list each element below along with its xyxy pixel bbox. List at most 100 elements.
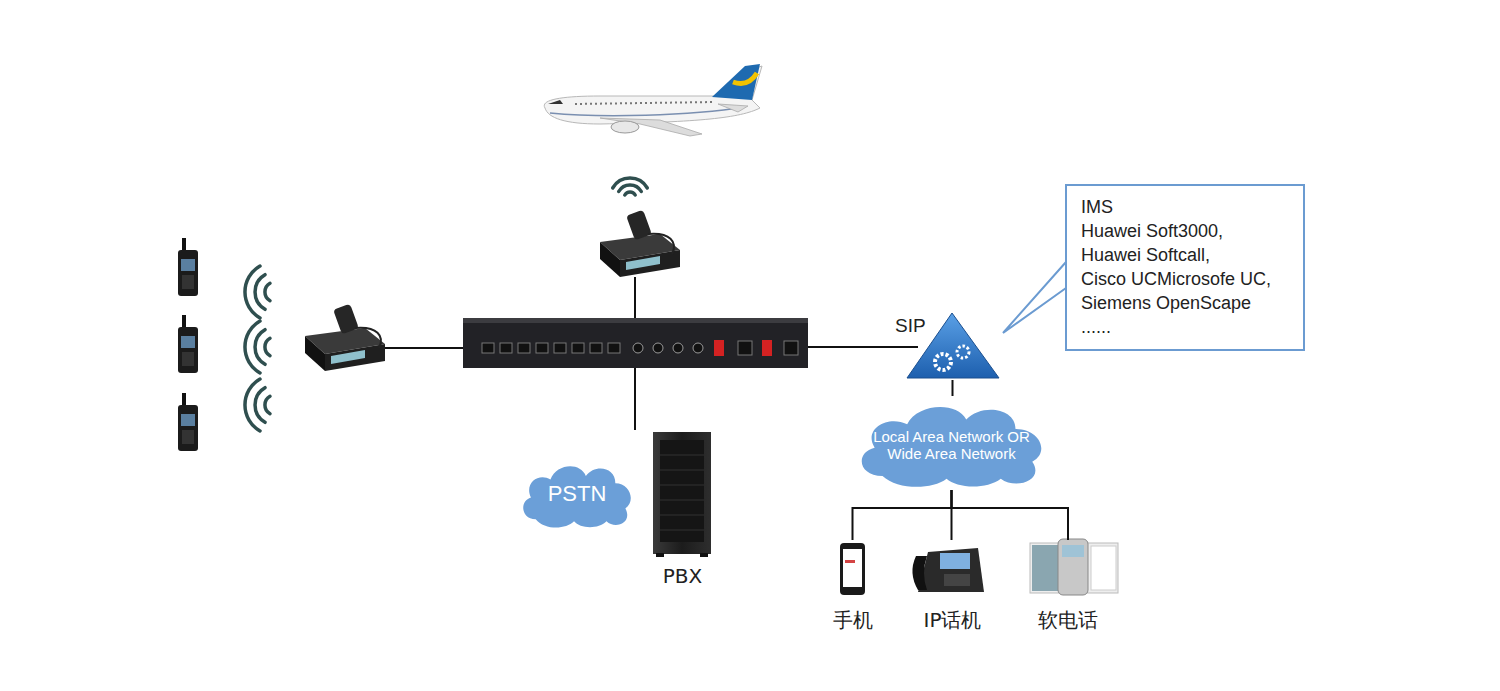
node-label: Huawei Soft3000,	[1081, 219, 1289, 243]
node-label: IP话机	[924, 608, 982, 632]
radio-waves	[619, 185, 642, 192]
radio-waves	[245, 321, 260, 373]
voice-gateway	[554, 343, 566, 353]
walkie-talkie	[178, 327, 198, 373]
pbx-node: PBX	[645, 430, 720, 588]
mobile-radio	[600, 242, 620, 277]
voice-gateway	[784, 341, 798, 355]
radio-waves	[265, 338, 270, 355]
node-label: Siemens OpenScape	[1081, 291, 1289, 315]
pstn-cloud: PSTN	[518, 458, 636, 530]
walkie-talkie	[182, 238, 186, 252]
voice-gateway	[693, 343, 703, 353]
gear-icon	[957, 346, 969, 358]
walkie-talkie	[178, 250, 198, 296]
voice-gateway	[762, 340, 772, 356]
pbx-rack	[660, 485, 704, 486]
voice-gateway	[482, 343, 494, 353]
mobile-radio	[620, 250, 680, 277]
voice-gateway	[518, 343, 530, 353]
node-label: Local Area Network OR Wide Area Network	[868, 428, 1036, 462]
voice-gateway	[608, 343, 620, 353]
callout-box: IMSHuawei Soft3000,Huawei Softcall,Cisco…	[1065, 184, 1305, 351]
pbx-rack	[660, 530, 704, 531]
voice-gateway	[633, 343, 643, 353]
voice-gateway	[714, 340, 724, 356]
radio-waves	[265, 396, 270, 413]
radio-waves	[613, 178, 648, 188]
airplane	[550, 107, 745, 116]
gear-icon	[935, 354, 951, 370]
ip-phone	[912, 556, 927, 590]
airplane	[548, 100, 563, 104]
wire	[385, 347, 463, 349]
network-link	[853, 490, 952, 540]
softphone	[1091, 546, 1116, 590]
walkie-talkie	[182, 315, 186, 329]
walkie-talkie	[181, 259, 195, 271]
walkie-talkie	[182, 393, 186, 407]
pbx-rack	[656, 553, 664, 557]
network-link	[952, 380, 954, 396]
walkie-talkie	[181, 414, 195, 426]
mobile-phone	[845, 560, 855, 563]
radio-waves	[245, 178, 647, 431]
node-label: IMS	[1081, 195, 1289, 219]
sip-server: SIP	[895, 312, 1010, 380]
walkie-talkie	[178, 238, 198, 296]
softphone	[1058, 539, 1088, 595]
walkie-talkie	[182, 352, 194, 366]
callout-pointer	[1003, 262, 1066, 333]
mobile-radio	[648, 234, 674, 254]
voice-gateway	[590, 343, 602, 353]
mobile-radio	[333, 304, 359, 335]
voice-gateway	[463, 318, 808, 368]
ip-phone	[918, 548, 984, 592]
mobile-phone	[843, 549, 862, 587]
walkie-talkie	[178, 405, 198, 451]
airplane	[712, 64, 760, 100]
mobile-phone-node: 手机	[830, 540, 875, 632]
node-label: SIP	[895, 315, 926, 337]
wire	[634, 277, 636, 318]
voice-gateway	[463, 318, 808, 368]
node-label: PBX	[663, 564, 702, 588]
pbx-rack	[653, 432, 711, 554]
ip-phone	[940, 553, 970, 569]
walkie-talkie	[182, 275, 194, 289]
ip-phone-node: IP话机	[905, 540, 1000, 632]
node-label: PSTN	[548, 481, 607, 507]
ip-phone	[944, 574, 970, 586]
node-label: Cisco UCMicrosofe UC,	[1081, 267, 1289, 291]
cloud-outline	[523, 466, 631, 527]
mobile-radio	[331, 350, 365, 364]
pbx-rack	[653, 432, 711, 557]
wire	[385, 277, 918, 430]
walkie-talkie	[181, 336, 195, 348]
mobile-radio	[325, 344, 385, 371]
mobile-radio	[355, 328, 381, 348]
node-label: 手机	[833, 608, 873, 632]
mobile-radio	[305, 336, 325, 371]
mobile-radio	[626, 210, 652, 241]
walkie-talkie	[182, 430, 194, 444]
wire	[808, 346, 918, 348]
wire	[634, 368, 636, 430]
node-label: ......	[1081, 315, 1289, 339]
radio-waves	[245, 266, 260, 318]
radio-waves	[265, 283, 270, 300]
pbx-rack	[700, 553, 708, 557]
airplane	[600, 118, 702, 136]
walkie-talkie	[178, 315, 198, 373]
airplane	[733, 73, 757, 83]
node-label: Huawei Softcall,	[1081, 243, 1289, 267]
radio-waves	[255, 275, 265, 310]
cloud-outline	[862, 407, 1042, 487]
pbx-rack	[660, 470, 704, 471]
pbx-rack	[660, 515, 704, 516]
network-cloud: Local Area Network OR Wide Area Network	[853, 396, 1050, 490]
pbx-rack	[660, 455, 704, 456]
pbx-rack	[660, 440, 704, 542]
mobile-radio	[600, 210, 680, 277]
